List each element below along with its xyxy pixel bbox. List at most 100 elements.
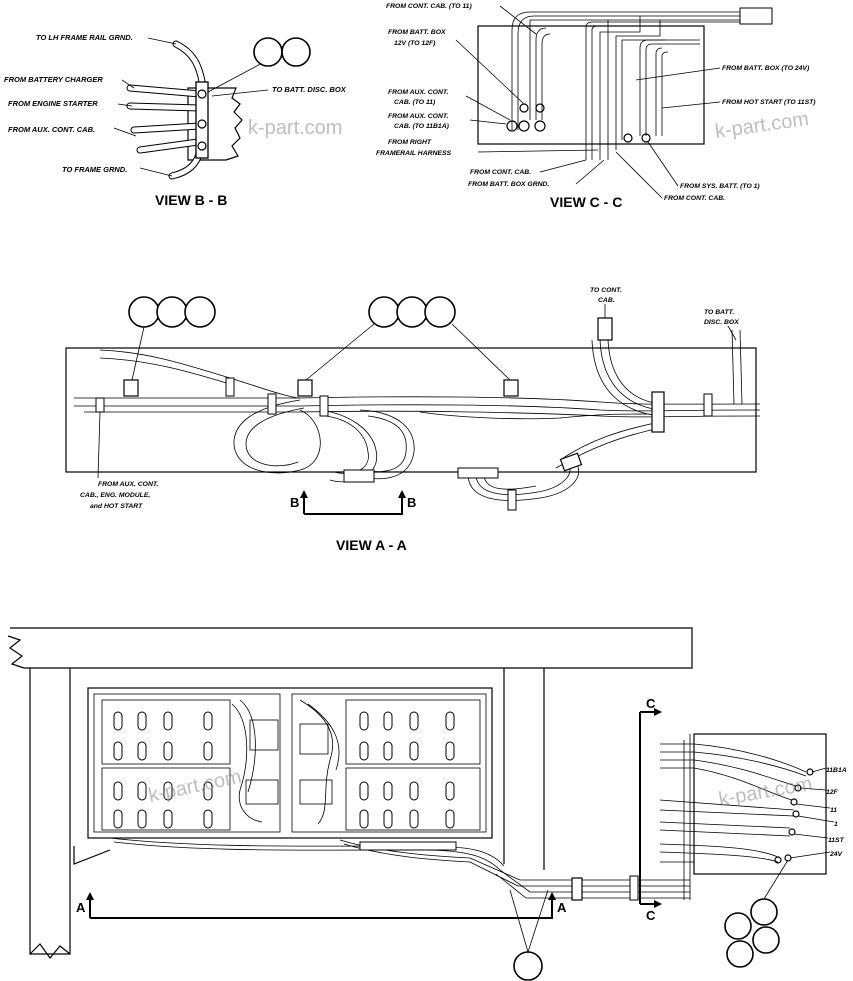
- main-section-cc: C C: [639, 696, 662, 923]
- watermark-4: k-part.com: [717, 773, 814, 811]
- cc-label-sys-batt: FROM SYS. BATT. (TO 1): [680, 183, 760, 190]
- battery-terminal: [359, 741, 369, 761]
- aa-callout-3: [184, 296, 216, 328]
- view-cc: FROM CONT. CAB. (TO 11) FROM BATT. BOX 1…: [376, 3, 816, 210]
- view-aa: TO CONT. CAB. TO BATT. DISC. BOX FROM AU…: [65, 287, 761, 553]
- battery-terminal: [203, 711, 213, 731]
- battery-terminal: [409, 809, 419, 829]
- battery-terminal: [163, 741, 173, 761]
- terminal-24v: 24V: [829, 851, 844, 858]
- battery-terminal: [409, 741, 419, 761]
- battery-terminal: [203, 809, 213, 829]
- aa-section-b-left: B: [290, 495, 299, 510]
- watermark-1: k-part.com: [248, 117, 342, 139]
- watermark-2: k-part.com: [714, 108, 811, 143]
- main-section-c-top: C: [646, 696, 656, 711]
- battery-terminal: [445, 741, 455, 761]
- cc-label-right-frame-1: FROM RIGHT: [388, 139, 432, 146]
- main-section-aa: A A: [76, 892, 567, 919]
- bb-label-lh-frame-rail: TO LH FRAME RAIL GRND.: [36, 33, 133, 42]
- main-callout-1: [513, 951, 543, 981]
- battery-terminal: [137, 809, 147, 829]
- cc-label-batt-box-grnd: FROM BATT. BOX GRND.: [468, 181, 549, 188]
- cc-panel: [477, 25, 705, 145]
- cc-label-aux-11-2: CAB. (TO 11): [394, 99, 436, 106]
- main-right-harness: [659, 743, 807, 863]
- aa-callout-6: [424, 296, 456, 328]
- battery-terminal: [113, 741, 123, 761]
- battery-terminal: [113, 711, 123, 731]
- main-section-a-left: A: [76, 900, 86, 915]
- cc-cable-bundle: [511, 7, 773, 160]
- aa-label-from-aux-1: FROM AUX. CONT.: [98, 481, 159, 488]
- aa-label-to-cont-cab-2: CAB.: [598, 297, 615, 304]
- main-battery-cells: [113, 711, 455, 829]
- main-callout-3: [724, 912, 752, 940]
- main-callout-5: [726, 940, 754, 968]
- aa-label-to-batt-disc-2: DISC. BOX: [704, 319, 739, 326]
- cc-label-cont-cab-11: FROM CONT. CAB. (TO 11): [386, 3, 472, 10]
- bb-label-battery-charger: FROM BATTERY CHARGER: [4, 75, 103, 84]
- cc-label-aux-11b1a-2: CAB. (TO 11B1A): [394, 123, 450, 130]
- aa-label-from-aux-3: and HOT START: [90, 503, 143, 510]
- aa-label-to-batt-disc-1: TO BATT.: [704, 309, 734, 316]
- aa-section-bb: B B: [290, 490, 416, 515]
- battery-terminal: [203, 781, 213, 801]
- main-frame-rail: [24, 627, 693, 669]
- cc-label-aux-11b1a-1: FROM AUX. CONT.: [388, 113, 449, 120]
- battery-terminal: [445, 809, 455, 829]
- cc-label-batt-box-12v-2: 12V (TO 12F): [394, 40, 436, 47]
- bb-label-batt-disc-box: TO BATT. DISC. BOX: [272, 85, 347, 94]
- battery-terminal: [359, 809, 369, 829]
- main-terminal-panel: [693, 733, 827, 875]
- cc-label-cont-cab-a: FROM CONT. CAB.: [470, 169, 531, 176]
- battery-terminal: [163, 711, 173, 731]
- battery-terminal: [137, 781, 147, 801]
- terminal-11: 11: [830, 807, 837, 814]
- main-view: 11B1A 12F 11 1 11ST 24V A A: [7, 627, 847, 981]
- cc-label-aux-11-1: FROM AUX. CONT.: [388, 89, 449, 96]
- main-battery-box: [87, 687, 493, 839]
- terminal-1: 1: [834, 821, 838, 828]
- terminal-12f: 12F: [826, 789, 839, 796]
- aa-callout-1: [128, 296, 160, 328]
- bb-callout-2: [281, 37, 311, 67]
- battery-terminal: [163, 781, 173, 801]
- main-callout-4: [752, 926, 780, 954]
- main-callout-2: [750, 898, 778, 926]
- battery-terminal: [113, 781, 123, 801]
- aa-callout-4: [368, 296, 400, 328]
- main-section-a-right: A: [557, 900, 567, 915]
- battery-terminal: [383, 711, 393, 731]
- main-right-frame-leg: [503, 668, 545, 870]
- cc-label-hot-start: FROM HOT START (TO 11ST): [722, 99, 816, 106]
- aa-callout-5: [396, 296, 428, 328]
- battery-terminal: [113, 809, 123, 829]
- battery-terminal: [445, 711, 455, 731]
- battery-terminal: [383, 809, 393, 829]
- battery-terminal: [383, 741, 393, 761]
- aa-main-harness: [74, 329, 761, 501]
- bb-label-frame-grnd: TO FRAME GRND.: [62, 165, 127, 174]
- terminal-11st: 11ST: [828, 837, 845, 844]
- battery-terminal: [359, 781, 369, 801]
- aa-section-b-right: B: [407, 495, 416, 510]
- battery-terminal: [409, 711, 419, 731]
- battery-terminal: [137, 741, 147, 761]
- aa-view-title: VIEW A - A: [336, 537, 407, 553]
- battery-terminal: [383, 781, 393, 801]
- cc-label-batt-box-24v: FROM BATT. BOX (TO 24V): [722, 65, 810, 72]
- watermark-3: k-part.com: [146, 766, 243, 807]
- cc-label-batt-box-12v-1: FROM BATT. BOX: [388, 29, 446, 36]
- view-bb: TO LH FRAME RAIL GRND. FROM BATTERY CHAR…: [4, 33, 347, 208]
- battery-terminal: [445, 781, 455, 801]
- battery-terminal: [409, 781, 419, 801]
- battery-terminal: [137, 711, 147, 731]
- aa-label-to-cont-cab-1: TO CONT.: [590, 287, 622, 294]
- cc-view-title: VIEW C - C: [550, 194, 622, 210]
- aa-label-from-aux-2: CAB., ENG. MODULE,: [80, 492, 150, 499]
- battery-terminal: [359, 711, 369, 731]
- bb-label-aux-cont-cab: FROM AUX. CONT. CAB.: [8, 125, 95, 134]
